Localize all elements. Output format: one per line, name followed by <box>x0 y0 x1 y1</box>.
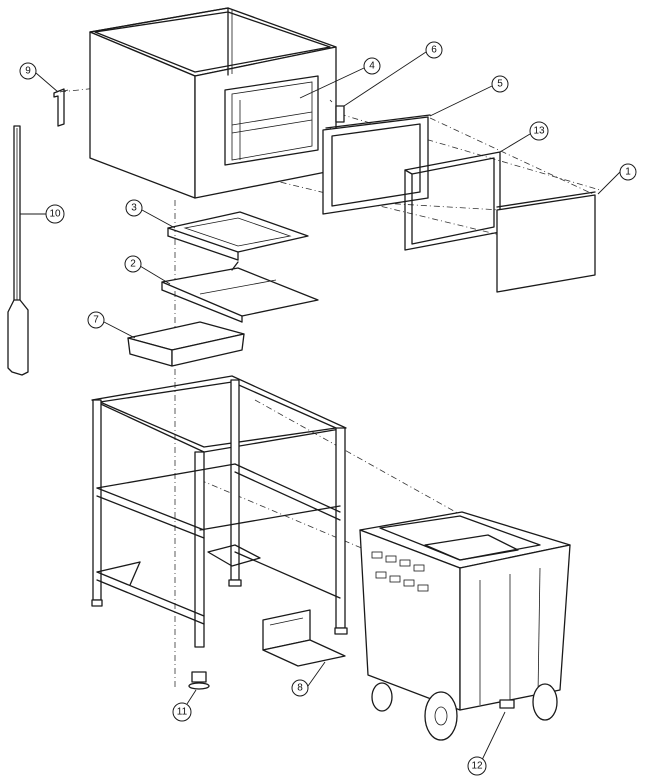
callout-9: 9 <box>19 62 59 93</box>
svg-text:5: 5 <box>497 79 503 90</box>
callout-10: 10 <box>20 204 65 224</box>
callout-1: 1 <box>597 163 637 195</box>
part-3-tray <box>167 211 309 261</box>
svg-text:9: 9 <box>25 66 31 77</box>
part-8-shelf-bracket <box>262 609 346 667</box>
callouts: 1 2 3 4 5 6 7 <box>19 41 637 776</box>
svg-text:3: 3 <box>131 203 137 214</box>
callout-2: 2 <box>124 255 171 285</box>
part-11-foot <box>188 671 210 690</box>
part-9-clip <box>53 88 69 127</box>
svg-text:12: 12 <box>471 761 483 772</box>
svg-text:4: 4 <box>369 61 375 72</box>
part-12-cart <box>359 511 571 741</box>
callout-12: 12 <box>467 711 506 776</box>
svg-text:13: 13 <box>533 126 545 137</box>
part-7-drip-pan <box>127 321 245 367</box>
svg-text:10: 10 <box>49 209 61 220</box>
part-10-paddle <box>7 125 29 376</box>
part-5-frame <box>322 114 431 215</box>
svg-text:1: 1 <box>625 167 631 178</box>
stand-frame <box>91 375 348 648</box>
main-cabinet-housing <box>89 7 337 199</box>
svg-text:7: 7 <box>93 315 99 326</box>
svg-text:6: 6 <box>431 45 437 56</box>
callout-13: 13 <box>499 121 549 153</box>
svg-text:2: 2 <box>130 259 136 270</box>
callout-3: 3 <box>125 199 176 229</box>
svg-text:11: 11 <box>177 707 188 718</box>
callout-7: 7 <box>87 311 136 339</box>
callout-4: 4 <box>299 57 381 99</box>
callout-5: 5 <box>429 75 509 117</box>
part-1-panel <box>496 191 596 293</box>
callout-6: 6 <box>343 41 443 107</box>
part-2-tray <box>161 261 319 323</box>
part-13-frame <box>404 151 501 251</box>
callout-11: 11 <box>172 689 197 722</box>
svg-text:8: 8 <box>297 683 303 694</box>
callout-8: 8 <box>291 661 326 697</box>
